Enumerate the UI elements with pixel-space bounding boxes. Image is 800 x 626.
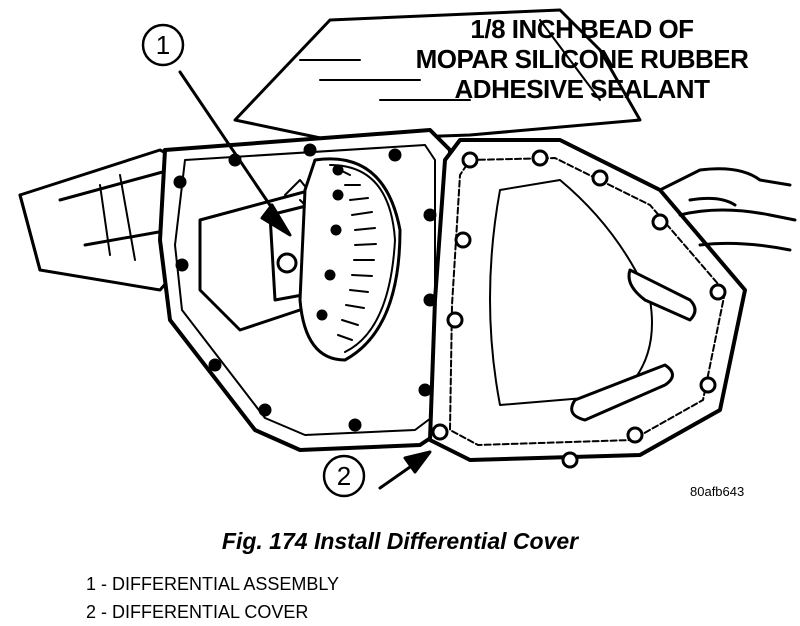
- legend: 1 - DIFFERENTIAL ASSEMBLY 2 - DIFFERENTI…: [86, 570, 339, 626]
- sealant-note-line-3: ADHESIVE SEALANT: [454, 74, 710, 104]
- leader-arrow-2: [403, 450, 432, 474]
- sealant-note-line-1: 1/8 INCH BEAD OF: [470, 14, 694, 44]
- legend-item-2: 2 - DIFFERENTIAL COVER: [86, 602, 309, 622]
- differential-cover: [428, 138, 747, 469]
- figure-caption: Fig. 174 Install Differential Cover: [221, 528, 579, 554]
- sealant-note-line-2: MOPAR SILICONE RUBBER: [415, 44, 749, 74]
- callout-2-number: 2: [337, 461, 351, 491]
- leader-line-1: [178, 70, 282, 222]
- leader-arrow-1: [260, 203, 292, 237]
- callout-1-number: 1: [156, 30, 170, 60]
- sealant-note: 1/8 INCH BEAD OF MOPAR SILICONE RUBBER A…: [372, 14, 792, 104]
- callout-2: 2: [322, 454, 366, 498]
- technician-hand: [658, 167, 797, 252]
- callout-1: 1: [141, 23, 185, 67]
- drawing-code: 80afb643: [690, 484, 745, 499]
- differential-cover-illustration: 1 2: [18, 8, 797, 498]
- legend-item-1: 1 - DIFFERENTIAL ASSEMBLY: [86, 574, 340, 594]
